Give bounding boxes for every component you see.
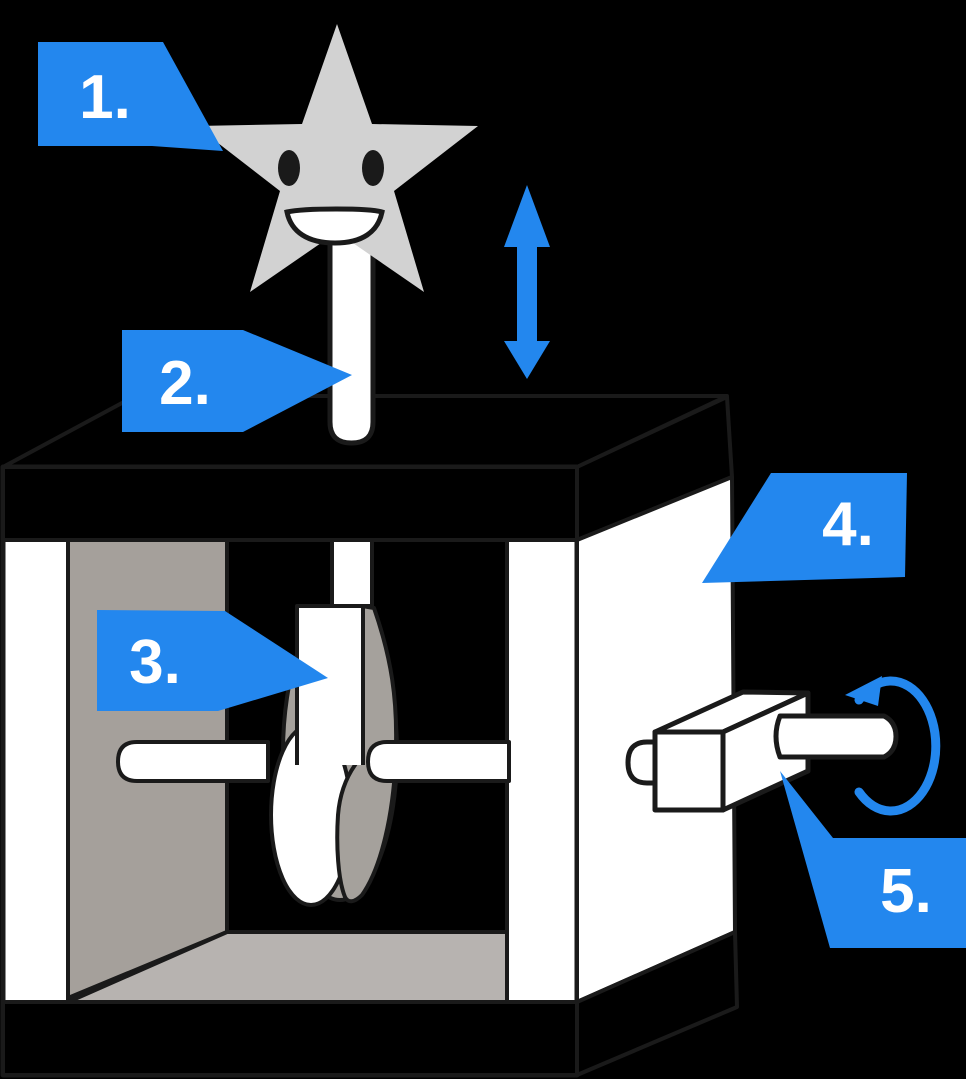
front-frame-bottom-band: [1, 1000, 579, 1077]
front-frame-top-band: [1, 465, 579, 542]
right-eye: [362, 150, 384, 186]
callout-3-bubble: [97, 610, 328, 711]
crank-handle: [773, 713, 899, 760]
callout-1-label: 1.: [79, 63, 131, 132]
callout-4-label: 4.: [822, 490, 874, 559]
callout-2: 2.: [122, 330, 352, 432]
crank-block-front: [652, 729, 726, 813]
callout-5: 5.: [780, 771, 966, 948]
star-character: [196, 24, 478, 292]
camshaft-right: [366, 740, 511, 783]
callout-5-bubble: [780, 771, 966, 948]
side-bottom-band: [575, 930, 739, 1077]
callout-3-label: 3.: [129, 628, 181, 697]
callout-1: 1.: [38, 42, 223, 151]
vertical-motion-arrow-icon: [504, 185, 550, 379]
callout-5-label: 5.: [880, 857, 932, 926]
cam-follower-plate: [295, 604, 365, 765]
rotation-arrow-head: [845, 676, 882, 706]
figure-rod: [327, 235, 376, 446]
callout-3: 3.: [97, 610, 328, 711]
cam-mechanism: [116, 538, 511, 907]
callout-2-bubble: [122, 330, 352, 432]
callout-4-bubble: [702, 473, 907, 583]
figure-rod-inner: [330, 538, 374, 608]
rotation-arrow-icon: [854, 676, 941, 816]
crank-axle-stub: [625, 739, 658, 786]
camshaft-left: [116, 740, 270, 783]
star-body: [196, 24, 478, 292]
left-eye: [278, 150, 300, 186]
smile: [284, 206, 385, 246]
callout-1-bubble: [38, 42, 223, 151]
callout-4: 4.: [702, 473, 907, 583]
callout-2-label: 2.: [159, 349, 211, 418]
